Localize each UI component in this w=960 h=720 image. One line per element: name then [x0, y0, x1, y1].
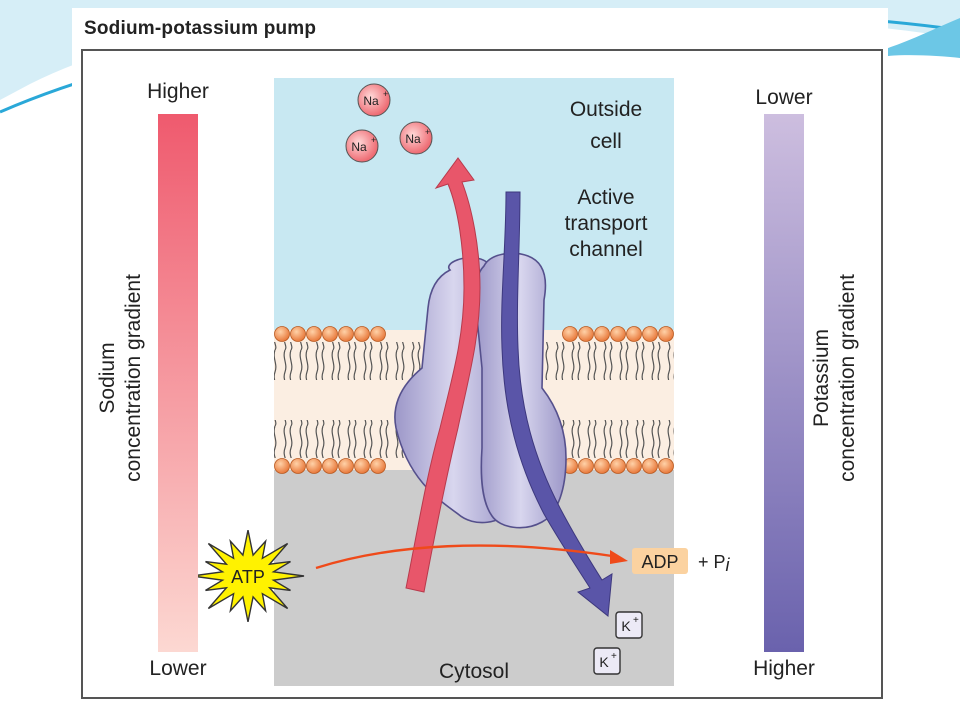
lipid-head — [306, 458, 322, 474]
lipid-head — [290, 326, 306, 342]
lipid-head — [338, 458, 354, 474]
cytosol-label: Cytosol — [439, 660, 509, 683]
lipid-head — [594, 458, 610, 474]
outside-cell-label-line1: Outside — [570, 98, 642, 121]
lipid-head — [370, 326, 386, 342]
sodium-ion-charge: + — [425, 127, 430, 137]
lipid-head — [354, 326, 370, 342]
lipid-head — [322, 326, 338, 342]
channel-label-line2: transport — [565, 212, 648, 235]
atp-label: ATP — [231, 567, 265, 587]
sodium-transport-arrow — [405, 157, 481, 593]
membrane-heads-outer — [274, 326, 674, 342]
sodium-gradient-top-label: Higher — [147, 80, 209, 103]
sodium-ion-circle — [399, 121, 433, 155]
sodium-ion-charge: + — [371, 135, 376, 145]
potassium-gradient-bar — [764, 114, 804, 652]
figure-frame — [81, 49, 883, 699]
lipid-head — [626, 458, 642, 474]
sodium-ion-symbol: Na — [405, 132, 421, 146]
potassium-gradient-axis-label-line2: concentration gradient — [836, 274, 859, 482]
potassium-gradient-top-label: Lower — [755, 86, 812, 109]
atp-hydrolysis-arrowhead — [610, 550, 628, 564]
sodium-ion-3: Na + — [399, 121, 433, 155]
sodium-gradient-axis-label-line2: concentration gradient — [122, 274, 145, 482]
lipid-head — [594, 326, 610, 342]
channel-label-line1: Active — [577, 186, 634, 209]
pump-diagram: ATP ADP + Pi Na + Na + Na + K + — [81, 49, 883, 699]
lipid-head — [322, 458, 338, 474]
lipid-head — [642, 458, 658, 474]
pi-label: + Pi — [698, 552, 731, 575]
lipid-head — [354, 458, 370, 474]
lipid-head — [578, 326, 594, 342]
atp-hydrolysis-arrow — [315, 544, 613, 570]
sodium-ion-symbol: Na — [363, 94, 379, 108]
sodium-ion-symbol: Na — [351, 140, 367, 154]
slide-swoosh-right — [888, 18, 960, 58]
sodium-ion-1: Na + — [357, 83, 391, 117]
potassium-ion-charge: + — [633, 615, 639, 626]
pi-label-main: + P — [698, 552, 726, 572]
lipid-head — [370, 458, 386, 474]
potassium-ion-1: K + — [615, 611, 643, 639]
sodium-gradient-bottom-label: Lower — [149, 657, 206, 680]
lipid-head — [610, 326, 626, 342]
lipid-head — [562, 326, 578, 342]
lipid-head — [306, 326, 322, 342]
lipid-head — [642, 326, 658, 342]
atp-burst-icon — [191, 529, 305, 623]
sodium-gradient-axis-label-line1: Sodium — [96, 342, 119, 413]
potassium-ion-box — [615, 611, 643, 639]
potassium-ion-2: K + — [593, 647, 621, 675]
potassium-gradient-bottom-label: Higher — [753, 657, 815, 680]
figure-title: Sodium-potassium pump — [84, 18, 317, 39]
channel-label-line3: channel — [569, 238, 643, 261]
lipid-head — [626, 326, 642, 342]
lipid-head — [274, 326, 290, 342]
lipid-head — [578, 458, 594, 474]
lipid-head — [658, 458, 674, 474]
figure-panel: Sodium-potassium pump — [72, 8, 888, 706]
potassium-ion-charge: + — [611, 651, 617, 662]
lipid-head — [610, 458, 626, 474]
membrane-heads-inner — [274, 458, 674, 474]
sodium-ion-charge: + — [383, 89, 388, 99]
potassium-ion-box — [593, 647, 621, 675]
sodium-ion-circle — [357, 83, 391, 117]
lipid-head — [290, 458, 306, 474]
lipid-head — [274, 458, 290, 474]
lipid-head — [338, 326, 354, 342]
adp-label: ADP — [641, 552, 678, 572]
sodium-gradient-bar — [158, 114, 198, 652]
outside-cell-label-line2: cell — [590, 130, 622, 153]
sodium-ion-2: Na + — [345, 129, 379, 163]
pi-subscript: i — [726, 555, 731, 575]
potassium-ion-symbol: K — [599, 654, 609, 670]
lipid-head — [658, 326, 674, 342]
potassium-transport-arrow — [501, 191, 613, 617]
potassium-gradient-axis-label-line1: Potassium — [810, 329, 833, 427]
sodium-ion-circle — [345, 129, 379, 163]
potassium-ion-symbol: K — [621, 618, 631, 634]
adp-highlight — [632, 548, 688, 574]
